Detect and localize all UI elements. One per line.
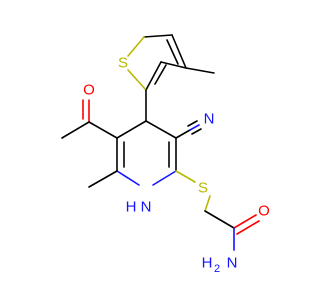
nitrile-nitrogen-label: N [204, 111, 215, 128]
bond [233, 214, 257, 229]
thiophene-sulfur-label: S [118, 55, 128, 72]
bond [166, 39, 179, 65]
bond [175, 129, 191, 139]
bond [116, 120, 147, 139]
acetyl-group [61, 99, 118, 139]
bond [88, 170, 118, 188]
amide-hydrogen-label: H [202, 255, 213, 272]
bond [88, 121, 118, 139]
thiophene-ring [127, 34, 215, 91]
bond [143, 34, 173, 38]
bond [127, 69, 147, 91]
bond [236, 220, 260, 235]
amide-nitrogen-label: N [227, 255, 238, 272]
ring-nitrogen-label: N [141, 199, 152, 216]
acetyl-oxygen-label: O [83, 82, 95, 99]
bond [127, 36, 145, 57]
bond [145, 61, 162, 91]
molecule-structure: S O N H N S O H 2 N [61, 34, 270, 276]
bond [204, 210, 235, 229]
bond [191, 128, 202, 135]
thioacetamide-chain [175, 170, 260, 251]
bond [171, 34, 187, 69]
bond [145, 120, 177, 139]
bond [160, 61, 187, 69]
nitrile-group [175, 120, 202, 139]
bond [61, 121, 90, 139]
bond [187, 120, 198, 127]
bond [185, 67, 215, 74]
atom-labels: S O N H N S O H 2 N [83, 55, 270, 276]
bond [189, 124, 200, 131]
dihydropyridine-ring [88, 89, 177, 188]
amide-oxygen-label: O [258, 203, 270, 220]
bond [152, 170, 177, 186]
bond [154, 64, 167, 85]
bond [204, 195, 211, 212]
amide-subscript-label: 2 [214, 263, 220, 275]
ring-hydrogen-label: H [126, 199, 137, 216]
thioether-sulfur-label: S [198, 180, 208, 197]
bond [116, 170, 140, 186]
bond [175, 170, 196, 183]
